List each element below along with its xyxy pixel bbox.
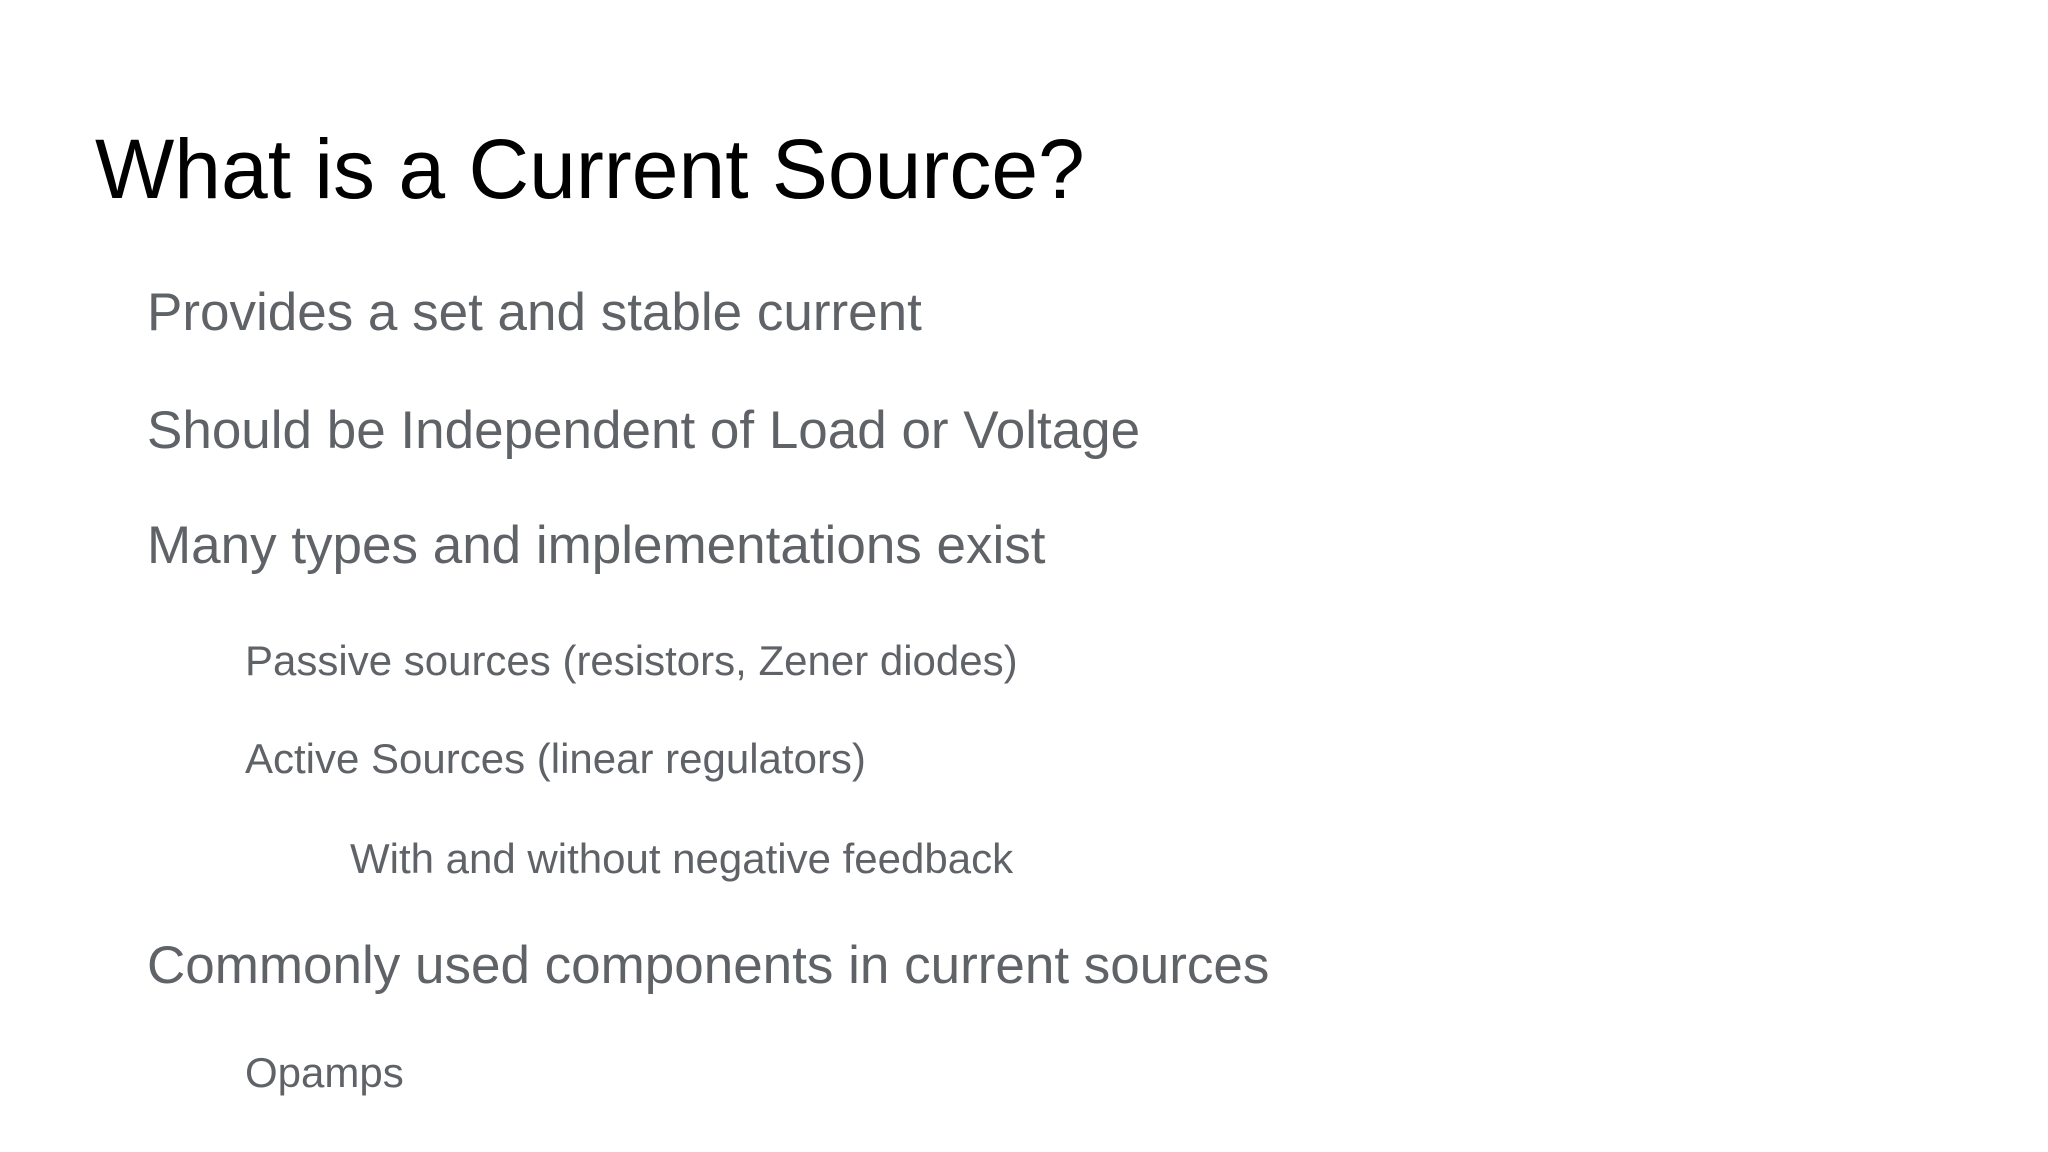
- bullet-line: Opamps: [245, 1049, 404, 1096]
- bullet-line: Passive sources (resistors, Zener diodes…: [245, 637, 1018, 684]
- bullet-line: Should be Independent of Load or Voltage: [147, 401, 1141, 460]
- bullet-line: Commonly used components in current sour…: [147, 936, 1270, 995]
- slide-title: What is a Current Source?: [95, 122, 1085, 216]
- bullet-line: Provides a set and stable current: [147, 283, 922, 342]
- bullet-line: Active Sources (linear regulators): [245, 735, 866, 782]
- bullet-line: Many types and implementations exist: [147, 516, 1046, 575]
- bullet-line: With and without negative feedback: [350, 835, 1014, 882]
